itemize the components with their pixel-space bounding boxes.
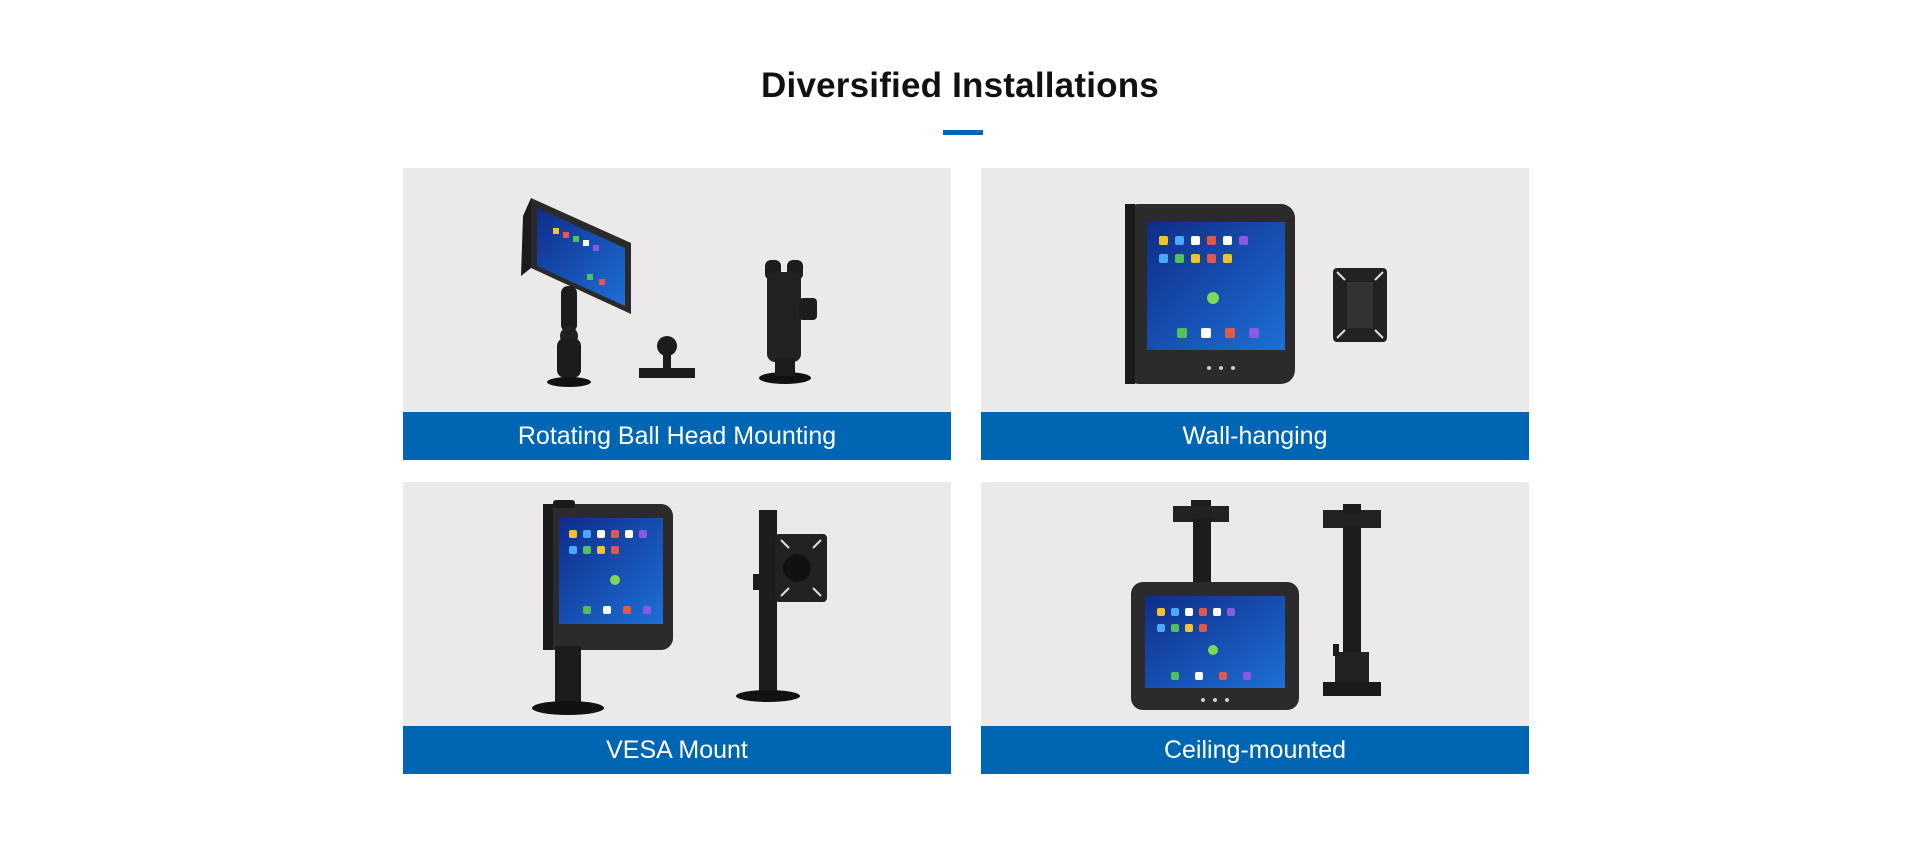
card-ceiling-mount[interactable]: Ceiling-mounted [981, 482, 1529, 774]
card-caption: Wall-hanging [981, 412, 1529, 460]
section-title: Diversified Installations [761, 66, 1159, 105]
tablet-wall-mount-image [1125, 204, 1387, 384]
card-caption: VESA Mount [403, 726, 951, 774]
tablet-ceiling-mount-image [1131, 500, 1381, 710]
tablet-vesa-stand-image [532, 500, 827, 715]
title-underline [943, 130, 983, 135]
card-caption: Ceiling-mounted [981, 726, 1529, 774]
card-wall-hanging[interactable]: Wall-hanging [981, 168, 1529, 460]
card-ball-head-mount[interactable]: Rotating Ball Head Mounting [403, 168, 951, 460]
card-caption: Rotating Ball Head Mounting [403, 412, 951, 460]
card-vesa-mount[interactable]: VESA Mount [403, 482, 951, 774]
tablet-ball-mount-image [521, 198, 817, 387]
